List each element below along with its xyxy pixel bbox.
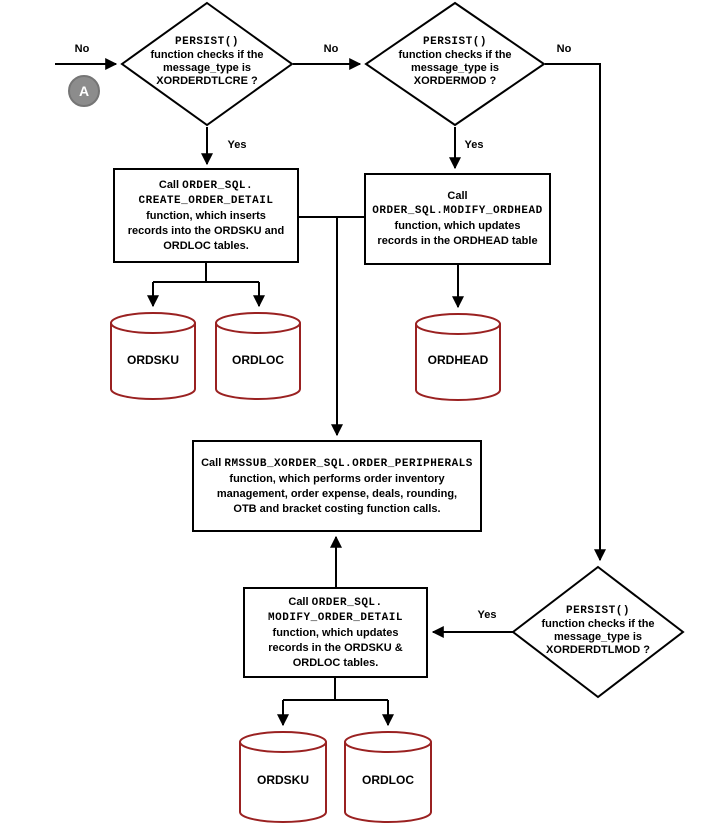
arrow-d2-no-to-d3: [545, 63, 606, 562]
database-cylinder-ordsku-bottom: [239, 731, 327, 823]
database-cylinder-ordloc-top: [215, 312, 301, 400]
process-box-modify-ordhead: Call ORDER_SQL.MODIFY_ORDHEAD function, …: [364, 173, 551, 265]
code-ref: MODIFY_ORDER_DETAIL: [268, 611, 403, 624]
edge-label-no-d2: No: [556, 43, 572, 55]
edge-label-yes-d2: Yes: [464, 139, 484, 151]
edge-label-no-entry: No: [74, 43, 90, 55]
decision-diamond-xorderdtlmod: [511, 565, 685, 699]
database-cylinder-ordhead: [415, 313, 501, 401]
code-ref: ORDER_SQL.: [182, 179, 254, 192]
edge-label-no-d1: No: [323, 43, 339, 55]
connector-a-label: A: [78, 83, 90, 99]
line-p4-db-split: [283, 677, 388, 701]
process-box-modify-order-detail: Call ORDER_SQL. MODIFY_ORDER_DETAIL func…: [243, 587, 428, 678]
decision-code-line: PERSIST(): [175, 36, 239, 48]
code-ref: ORDER_SQL.MODIFY_ORDHEAD: [372, 205, 543, 217]
database-label-ordhead: ORDHEAD: [427, 353, 489, 367]
decision-code-line: PERSIST(): [566, 605, 630, 617]
database-label-ordloc-bottom: ORDLOC: [362, 773, 414, 787]
edge-label-yes-d1: Yes: [227, 139, 247, 151]
database-cylinder-ordloc-bottom: [344, 731, 432, 823]
edge-label-yes-d3: Yes: [477, 609, 497, 621]
process-box-order-peripherals: Call RMSSUB_XORDER_SQL.ORDER_PERIPHERALS…: [192, 440, 482, 532]
code-ref: RMSSUB_XORDER_SQL.ORDER_PERIPHERALS: [224, 457, 473, 470]
code-ref: ORDER_SQL.: [311, 596, 383, 609]
offpage-connector-a: A: [68, 75, 100, 107]
decision-diamond-xordermod: [364, 1, 546, 127]
code-ref: CREATE_ORDER_DETAIL: [138, 194, 274, 207]
decision-text-xordermod: PERSIST() function checks if the message…: [375, 36, 535, 88]
decision-text-xorderdtlmod: PERSIST() function checks if the message…: [518, 605, 678, 657]
decision-diamond-xorderdtlcre: [120, 1, 294, 127]
database-label-ordloc-top: ORDLOC: [232, 353, 284, 367]
line-p1-db-split: [153, 262, 259, 283]
database-cylinder-ordsku-top: [110, 312, 196, 400]
decision-text-xorderdtlcre: PERSIST() function checks if the message…: [127, 36, 287, 88]
database-label-ordsku-top: ORDSKU: [126, 353, 180, 367]
decision-code-line: PERSIST(): [423, 36, 487, 48]
database-label-ordsku-bottom: ORDSKU: [256, 773, 310, 787]
process-box-create-order-detail: Call ORDER_SQL. CREATE_ORDER_DETAIL func…: [113, 168, 299, 263]
